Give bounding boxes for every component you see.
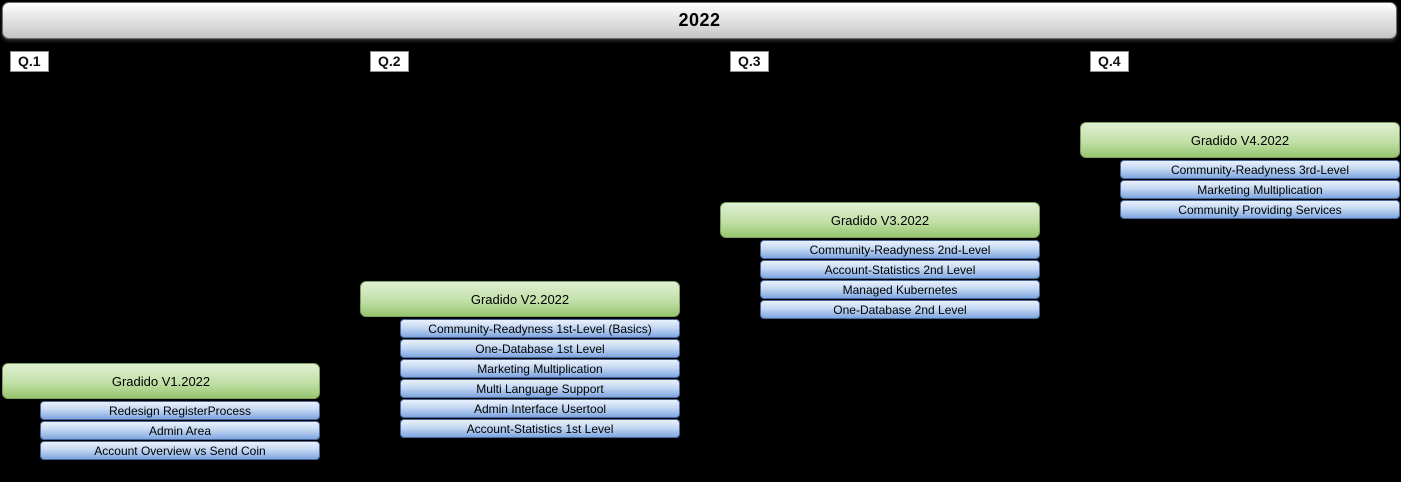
year-title: 2022 — [678, 10, 721, 30]
release-header: Gradido V4.2022 — [1080, 122, 1400, 158]
quarter-label-2: Q.2 — [370, 51, 409, 72]
release-item: Marketing Multiplication — [400, 359, 680, 378]
release-header: Gradido V1.2022 — [2, 363, 320, 399]
release-header: Gradido V2.2022 — [360, 281, 680, 317]
release-item: Redesign RegisterProcess — [40, 401, 320, 420]
quarter-label-1: Q.1 — [10, 51, 49, 72]
release-item: Managed Kubernetes — [760, 280, 1040, 299]
release-item: Account-Statistics 2nd Level — [760, 260, 1040, 279]
release-item: Community-Readyness 3rd-Level — [1120, 160, 1400, 179]
release-item: Marketing Multiplication — [1120, 180, 1400, 199]
quarter-label-3: Q.3 — [730, 51, 769, 72]
release-item: Account Overview vs Send Coin — [40, 441, 320, 460]
release-item: Account-Statistics 1st Level — [400, 419, 680, 438]
release-item: Community-Readyness 2nd-Level — [760, 240, 1040, 259]
year-header-bar: 2022 — [2, 2, 1397, 39]
release-item: Community-Readyness 1st-Level (Basics) — [400, 319, 680, 338]
release-item: One-Database 1st Level — [400, 339, 680, 358]
release-item: Admin Area — [40, 421, 320, 440]
release-item: Admin Interface Usertool — [400, 399, 680, 418]
quarter-label-4: Q.4 — [1090, 51, 1129, 72]
release-item: Multi Language Support — [400, 379, 680, 398]
release-header: Gradido V3.2022 — [720, 202, 1040, 238]
release-item: Community Providing Services — [1120, 200, 1400, 219]
release-item: One-Database 2nd Level — [760, 300, 1040, 319]
